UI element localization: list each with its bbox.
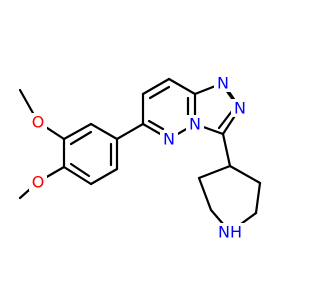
label-backdrop (29, 173, 47, 191)
bond (89, 167, 119, 186)
bond (254, 181, 262, 215)
bond (167, 77, 197, 96)
bond (147, 119, 165, 131)
bond (221, 132, 232, 168)
bond (228, 164, 262, 185)
oxygen-atom-label: O (32, 113, 45, 132)
nitrogen-atom-label: N (163, 130, 175, 149)
bond (141, 77, 171, 96)
label-backdrop (29, 113, 47, 131)
nh-atom-label: NH (218, 223, 242, 242)
bond (217, 109, 234, 130)
label-backdrop (231, 99, 249, 117)
bond (197, 176, 213, 212)
bond (62, 122, 93, 141)
bond (62, 165, 93, 186)
label-backdrop (215, 223, 245, 241)
label-backdrop (160, 130, 178, 148)
oxygen-atom-label: O (32, 173, 45, 192)
bond (69, 162, 91, 178)
nitrogen-atom-label: N (234, 99, 246, 118)
nitrogen-atom-label: N (189, 115, 201, 134)
bond (197, 164, 232, 180)
label-backdrop (186, 115, 204, 133)
nitrogen-atom-label: N (217, 74, 229, 93)
bond (69, 130, 93, 146)
bond (148, 85, 171, 100)
bond (115, 122, 145, 141)
bond (89, 122, 119, 141)
molecule-structure: O O N N N N NH (18, 74, 262, 242)
label-backdrop (214, 74, 232, 92)
